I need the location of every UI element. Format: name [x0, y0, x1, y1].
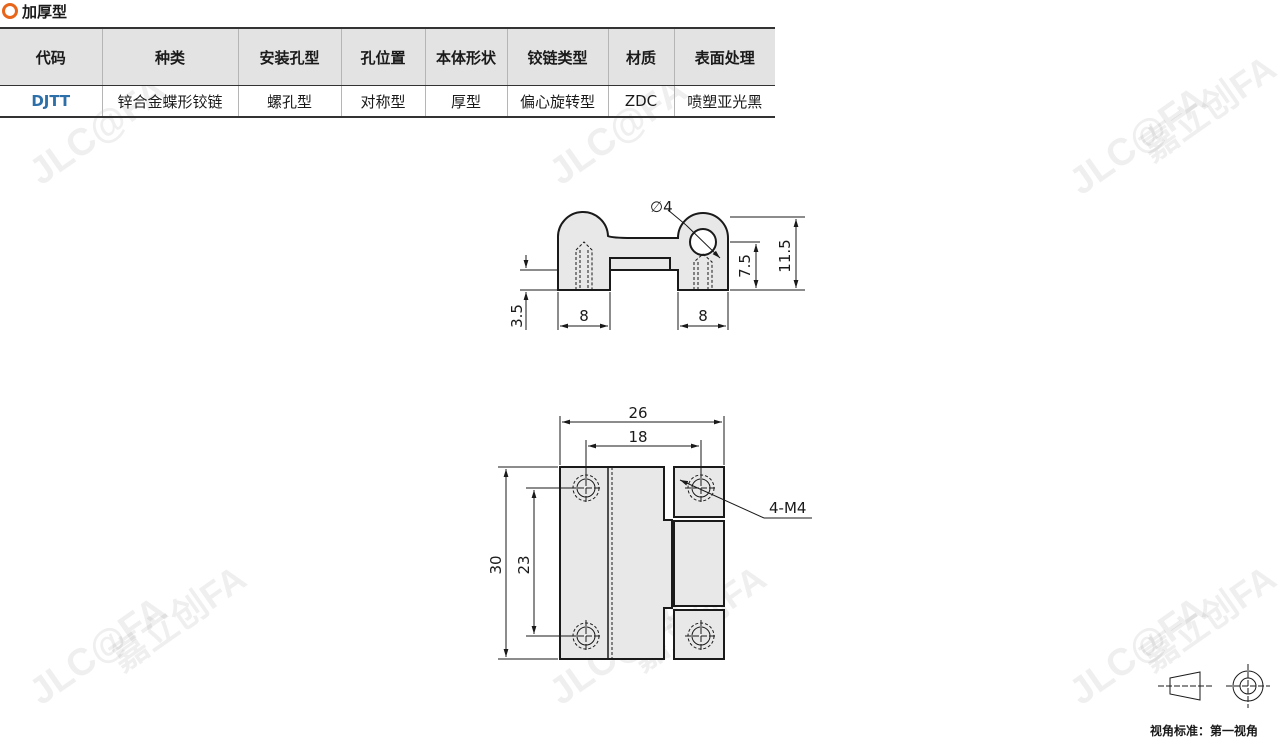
thread-hidden-right [693, 253, 713, 290]
column-header: 表面处理 [673, 27, 775, 86]
column-header: 种类 [101, 27, 238, 86]
projection-symbol-icon [1158, 664, 1270, 708]
dim-thread: 4-M4 [769, 499, 806, 517]
front-view: 26 18 30 23 4-M4 [487, 404, 812, 660]
dim-hole-dia: ∅4 [650, 198, 673, 216]
front-leaf-left [559, 466, 673, 660]
dim-hole-pitch-y: 23 [515, 555, 533, 574]
side-view: ∅4 11.5 7.5 3.5 8 8 [508, 198, 805, 330]
table-cell-code: DJTT [0, 85, 102, 118]
table-cell: ZDC [607, 85, 674, 118]
dim-width-total: 26 [628, 404, 647, 422]
column-header: 本体形状 [424, 27, 507, 86]
section-title-text: 加厚型 [22, 2, 68, 21]
dim-leaf-right: 8 [698, 307, 708, 325]
table-cell: 厚型 [424, 85, 507, 118]
table-cell: 偏心旋转型 [506, 85, 608, 118]
dim-height-hole: 7.5 [736, 254, 754, 278]
table-cell: 喷塑亚光黑 [673, 85, 775, 118]
column-header: 安装孔型 [237, 27, 341, 86]
table-cell: 锌合金蝶形铰链 [101, 85, 238, 118]
dim-height-total: 11.5 [776, 239, 794, 272]
column-header: 铰链类型 [506, 27, 608, 86]
view-standard-label: 视角标准：第一视角 [1150, 724, 1259, 738]
section-title: 加厚型 [2, 1, 67, 21]
table-header-row: 代码 种类 安装孔型 孔位置 本体形状 铰链类型 材质 表面处理 [0, 27, 775, 86]
dim-height: 30 [487, 555, 505, 574]
front-knuckle-top [673, 466, 725, 518]
column-header: 材质 [607, 27, 674, 86]
side-view-pin [609, 257, 671, 271]
dim-hole-pitch-x: 18 [628, 428, 647, 446]
column-header: 代码 [0, 27, 102, 86]
table-cell: 对称型 [340, 85, 425, 118]
dim-step: 3.5 [508, 304, 526, 328]
column-header: 孔位置 [340, 27, 425, 86]
thread-hidden-left [575, 241, 593, 290]
dim-leaf-left: 8 [579, 307, 589, 325]
table-row: DJTT 锌合金蝶形铰链 螺孔型 对称型 厚型 偏心旋转型 ZDC 喷塑亚光黑 [0, 85, 775, 118]
table-cell: 螺孔型 [237, 85, 341, 118]
spec-table: 代码 种类 安装孔型 孔位置 本体形状 铰链类型 材质 表面处理 DJTT 锌合… [0, 27, 775, 118]
front-knuckle-mid [673, 520, 725, 607]
circle-icon [2, 3, 18, 19]
front-knuckle-bottom [673, 609, 725, 660]
